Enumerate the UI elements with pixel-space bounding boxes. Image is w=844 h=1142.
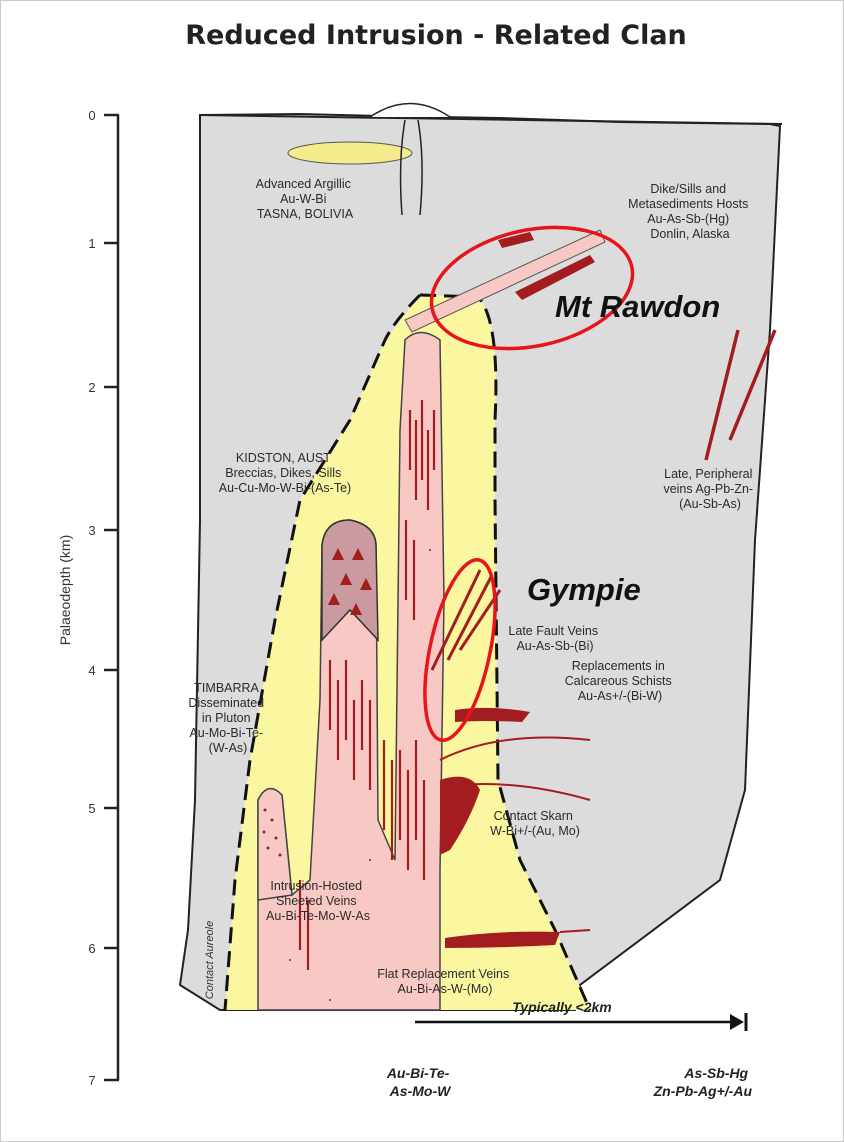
label-intrusion-hosted: Intrusion-Hosted Sheeted Veins Au-Bi-Te-… (266, 879, 370, 923)
tick-2: 2 (88, 380, 95, 395)
label-proximal-metals: Au-Bi-Te- As-Mo-W (386, 1065, 453, 1099)
callout-mt-rawdon: Mt Rawdon (555, 289, 720, 324)
depth-axis: 0 1 2 3 4 5 6 7 Palaeodepth (km) (57, 108, 119, 1088)
tick-0: 0 (88, 108, 95, 123)
callout-gympie: Gympie (527, 572, 641, 607)
label-contact-skarn: Contact Skarn W-Bi+/-(Au, Mo) (490, 809, 580, 838)
tick-1: 1 (88, 236, 95, 251)
tick-7: 7 (88, 1073, 95, 1088)
label-late-fault-veins: Late Fault Veins Au-As-Sb-(Bi) (508, 624, 601, 653)
tick-4: 4 (88, 663, 95, 678)
label-replacements: Replacements in Calcareous Schists Au-As… (565, 659, 675, 703)
tick-6: 6 (88, 941, 95, 956)
arrow-label: Typically <2km (512, 999, 611, 1015)
label-flat-replacement: Flat Replacement Veins Au-Bi-As-W-(Mo) (377, 967, 513, 996)
tick-3: 3 (88, 523, 95, 538)
tick-5: 5 (88, 801, 95, 816)
label-distal-metals: As-Sb-Hg Zn-Pb-Ag+/-Au (653, 1065, 753, 1099)
distance-arrow (415, 1013, 746, 1031)
label-kidston: KIDSTON, AUST Breccias, Dikes, Sills Au-… (219, 451, 351, 495)
diagram-title: Reduced Intrusion - Related Clan (185, 20, 687, 51)
axis-label: Palaeodepth (km) (57, 535, 73, 646)
label-contact-aureole: Contact Aureole (204, 921, 216, 999)
